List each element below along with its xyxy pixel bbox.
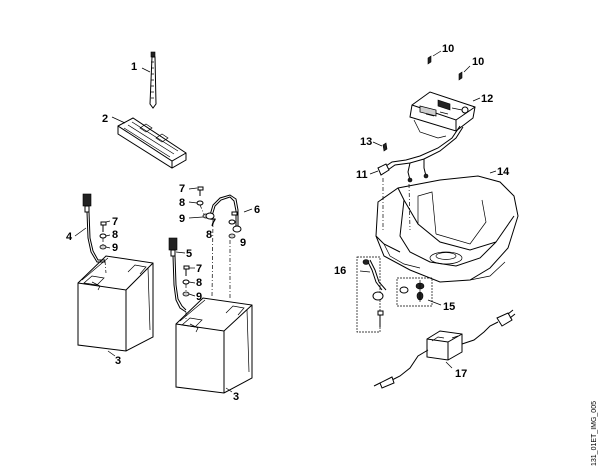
- callout-6: 6: [254, 204, 260, 216]
- battery-cable-left-part: [74, 193, 107, 274]
- image-code: 131_01ET_IMG_005: [591, 401, 598, 466]
- callout-10a: 10: [442, 43, 454, 55]
- callout-8b: 8: [196, 277, 202, 289]
- callout-16: 16: [334, 265, 346, 277]
- control-board-part: [409, 91, 481, 132]
- battery-bracket-part: [111, 116, 187, 169]
- callout-8c: 8: [179, 197, 185, 209]
- callout-9d: 9: [240, 237, 246, 249]
- hardware-stack-upper: [188, 186, 210, 219]
- callout-15: 15: [443, 301, 455, 313]
- callout-3a: 3: [115, 355, 121, 367]
- callout-9c: 9: [179, 213, 185, 225]
- callout-10b: 10: [472, 56, 484, 68]
- jumper-cable-part: [205, 194, 253, 298]
- callout-12: 12: [481, 93, 493, 105]
- hardware-stack-center: [182, 265, 196, 297]
- screw-13-part: [372, 141, 388, 152]
- battery-right-part: [175, 297, 253, 394]
- hardware-stack-left: [99, 220, 111, 250]
- callout-5: 5: [186, 248, 192, 260]
- callout-11: 11: [356, 169, 368, 181]
- screws-10-part: [427, 50, 471, 81]
- callout-9b: 9: [196, 291, 202, 303]
- callout-7a: 7: [112, 216, 118, 228]
- battery-cable-right-part: [168, 237, 187, 320]
- callout-4: 4: [66, 231, 73, 243]
- charger-part: [373, 309, 516, 389]
- battery-left-part: [77, 255, 154, 357]
- callout-9a: 9: [112, 242, 118, 254]
- callout-7b: 7: [196, 263, 202, 275]
- callout-14: 14: [497, 166, 510, 178]
- cable-tie-part: [141, 51, 157, 109]
- cable-assembly-16-part: [356, 256, 387, 333]
- callout-3b: 3: [233, 391, 239, 403]
- callout-13: 13: [360, 136, 372, 148]
- callout-7c: 7: [179, 183, 185, 195]
- callout-1: 1: [131, 61, 137, 73]
- callout-2: 2: [102, 113, 108, 125]
- battery-housing-part: [375, 170, 519, 283]
- callout-8a: 8: [112, 229, 118, 241]
- wiring-harness-part: [369, 119, 464, 183]
- callout-8d: 8: [206, 229, 212, 241]
- callout-7d: 7: [210, 217, 216, 229]
- callout-17: 17: [455, 368, 467, 380]
- terminal-clamp-15-part: [396, 277, 442, 307]
